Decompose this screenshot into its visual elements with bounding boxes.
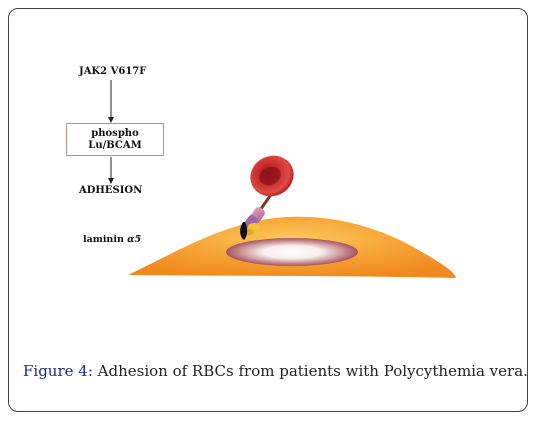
phospho-label-line1: phospho bbox=[91, 127, 139, 139]
laminin-receptor bbox=[240, 222, 248, 240]
label-laminin: laminin α5 bbox=[83, 234, 141, 245]
phospho-lu-bcam-box: phospho Lu/BCAM bbox=[66, 123, 164, 156]
lu-bcam-molecule bbox=[244, 194, 272, 235]
laminin-greek: α5 bbox=[127, 234, 142, 245]
label-jak2: JAK2 V617F bbox=[79, 66, 147, 77]
figure-caption: Figure 4: Adhesion of RBCs from patients… bbox=[23, 362, 528, 380]
label-adhesion: ADHESION bbox=[79, 185, 143, 196]
caption-figure-label: Figure 4: bbox=[23, 362, 93, 380]
caption-text: Adhesion of RBCs from patients with Poly… bbox=[92, 362, 528, 380]
laminin-text: laminin bbox=[83, 234, 128, 245]
phospho-label-line2: Lu/BCAM bbox=[88, 139, 142, 151]
red-blood-cell bbox=[250, 155, 294, 197]
cell-nucleus bbox=[226, 238, 358, 266]
figure-frame bbox=[8, 8, 528, 412]
